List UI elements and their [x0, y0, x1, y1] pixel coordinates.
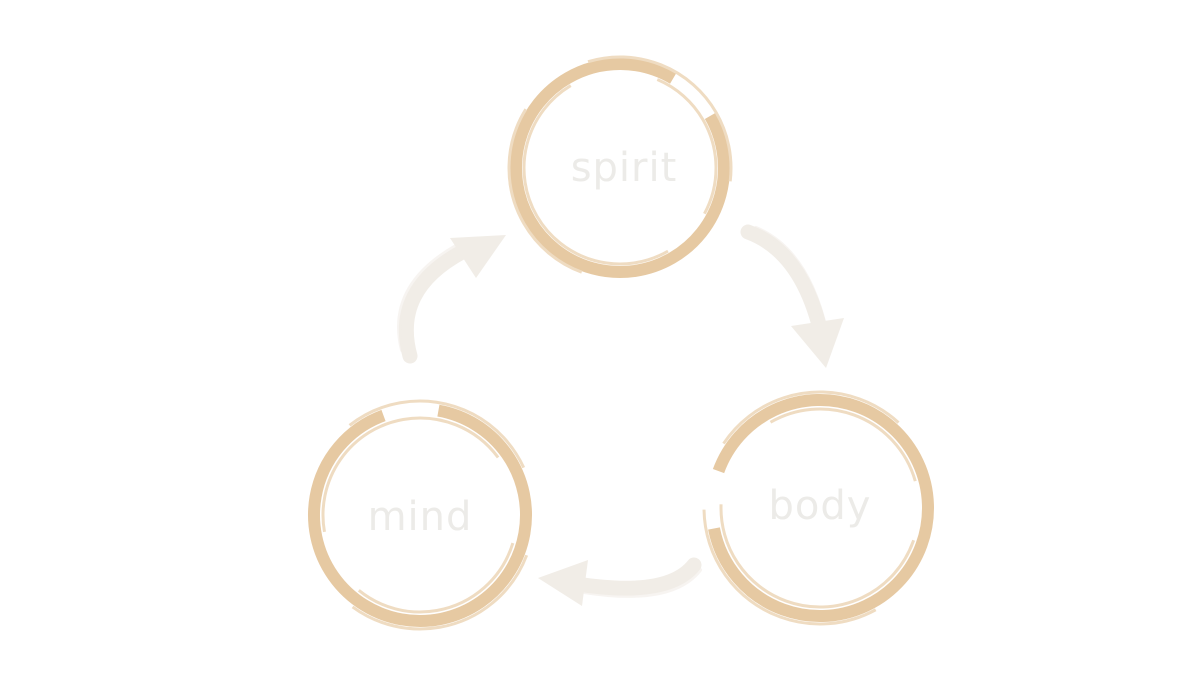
arrows [397, 224, 844, 606]
ring-body [702, 390, 938, 626]
arrow-body-to-mind [538, 557, 702, 606]
node-spirit: spirit [507, 55, 733, 281]
node-mind: mind [304, 399, 536, 631]
node-label-body: body [769, 483, 872, 529]
rings: spirit body mind [304, 55, 938, 631]
node-label-spirit: spirit [571, 145, 678, 191]
node-label-mind: mind [368, 494, 473, 540]
arrow-mind-to-spirit [397, 235, 506, 364]
ring-mind [304, 399, 536, 631]
arrow-spirit-to-body [740, 224, 844, 368]
ring-spirit [507, 55, 733, 281]
node-body: body [702, 390, 938, 626]
